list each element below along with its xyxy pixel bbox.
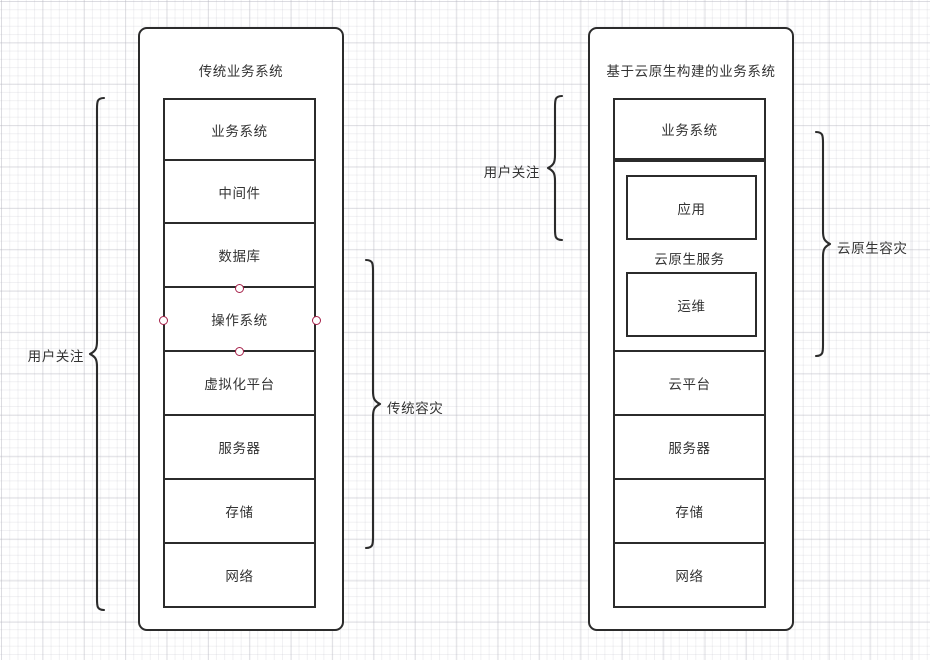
layer-cloud-native-2[interactable]: 服务器 [613,416,766,480]
layer-traditional-1[interactable]: 中间件 [163,161,316,224]
layer-label: 业务系统 [211,123,268,139]
group-cloud-native-services-label: 云原生服务 [654,252,725,267]
brace-right-user-focus [546,94,566,242]
group-cloud-native-services[interactable]: 应用 云原生服务 运维 [613,160,766,352]
handle-right[interactable] [312,316,321,325]
sub-box-ops[interactable]: 运维 [626,272,757,337]
brace-right-user-focus-label: 用户关注 [483,165,540,180]
panel-cloud-native-title: 基于云原生构建的业务系统 [606,64,776,79]
layer-label: 业务系统 [661,123,718,138]
layer-label: 操作系统 [211,313,268,328]
sub-box-app[interactable]: 应用 [626,175,757,240]
layer-label: 存储 [675,505,704,520]
layer-cloud-native-3[interactable]: 存储 [613,480,766,544]
brace-left-user-focus [88,96,108,612]
stack-cloud-native: 业务系统 应用 云原生服务 运维 云平台 服务器 存储 网络 [613,98,766,608]
layer-label: 虚拟化平台 [204,377,275,392]
handle-bottom[interactable] [235,347,244,356]
layer-cloud-native-0[interactable]: 业务系统 [613,98,766,160]
layer-traditional-0[interactable]: 业务系统 [163,98,316,161]
layer-label: 云平台 [668,377,711,392]
layer-traditional-7[interactable]: 网络 [163,544,316,608]
layer-traditional-4[interactable]: 虚拟化平台 [163,352,316,416]
brace-left-user-focus-label: 用户关注 [27,349,84,364]
brace-traditional-dr-label: 传统容灾 [387,401,444,416]
layer-cloud-native-1[interactable]: 云平台 [613,352,766,416]
layer-label: 存储 [225,505,254,520]
layer-traditional-6[interactable]: 存储 [163,480,316,544]
sub-box-label: 运维 [677,298,706,314]
panel-traditional-title: 传统业务系统 [198,64,284,79]
brace-cloud-native-dr [812,130,832,358]
layer-label: 中间件 [218,185,261,201]
brace-cloud-native-dr-label: 云原生容灾 [837,241,908,256]
layer-label: 服务器 [218,441,261,456]
sub-box-label: 应用 [677,201,706,217]
layer-traditional-5[interactable]: 服务器 [163,416,316,480]
handle-top[interactable] [235,284,244,293]
layer-label: 网络 [675,569,704,584]
layer-cloud-native-4[interactable]: 网络 [613,544,766,608]
layer-label: 服务器 [668,441,711,456]
brace-traditional-dr [362,258,382,550]
stack-traditional: 业务系统 中间件 数据库 操作系统 虚拟化平台 服务器 存储 网络 [163,98,316,608]
layer-label: 网络 [225,569,254,584]
layer-label: 数据库 [218,249,261,264]
handle-left[interactable] [159,316,168,325]
layer-traditional-2[interactable]: 数据库 [163,224,316,288]
layer-traditional-3[interactable]: 操作系统 [163,288,316,352]
